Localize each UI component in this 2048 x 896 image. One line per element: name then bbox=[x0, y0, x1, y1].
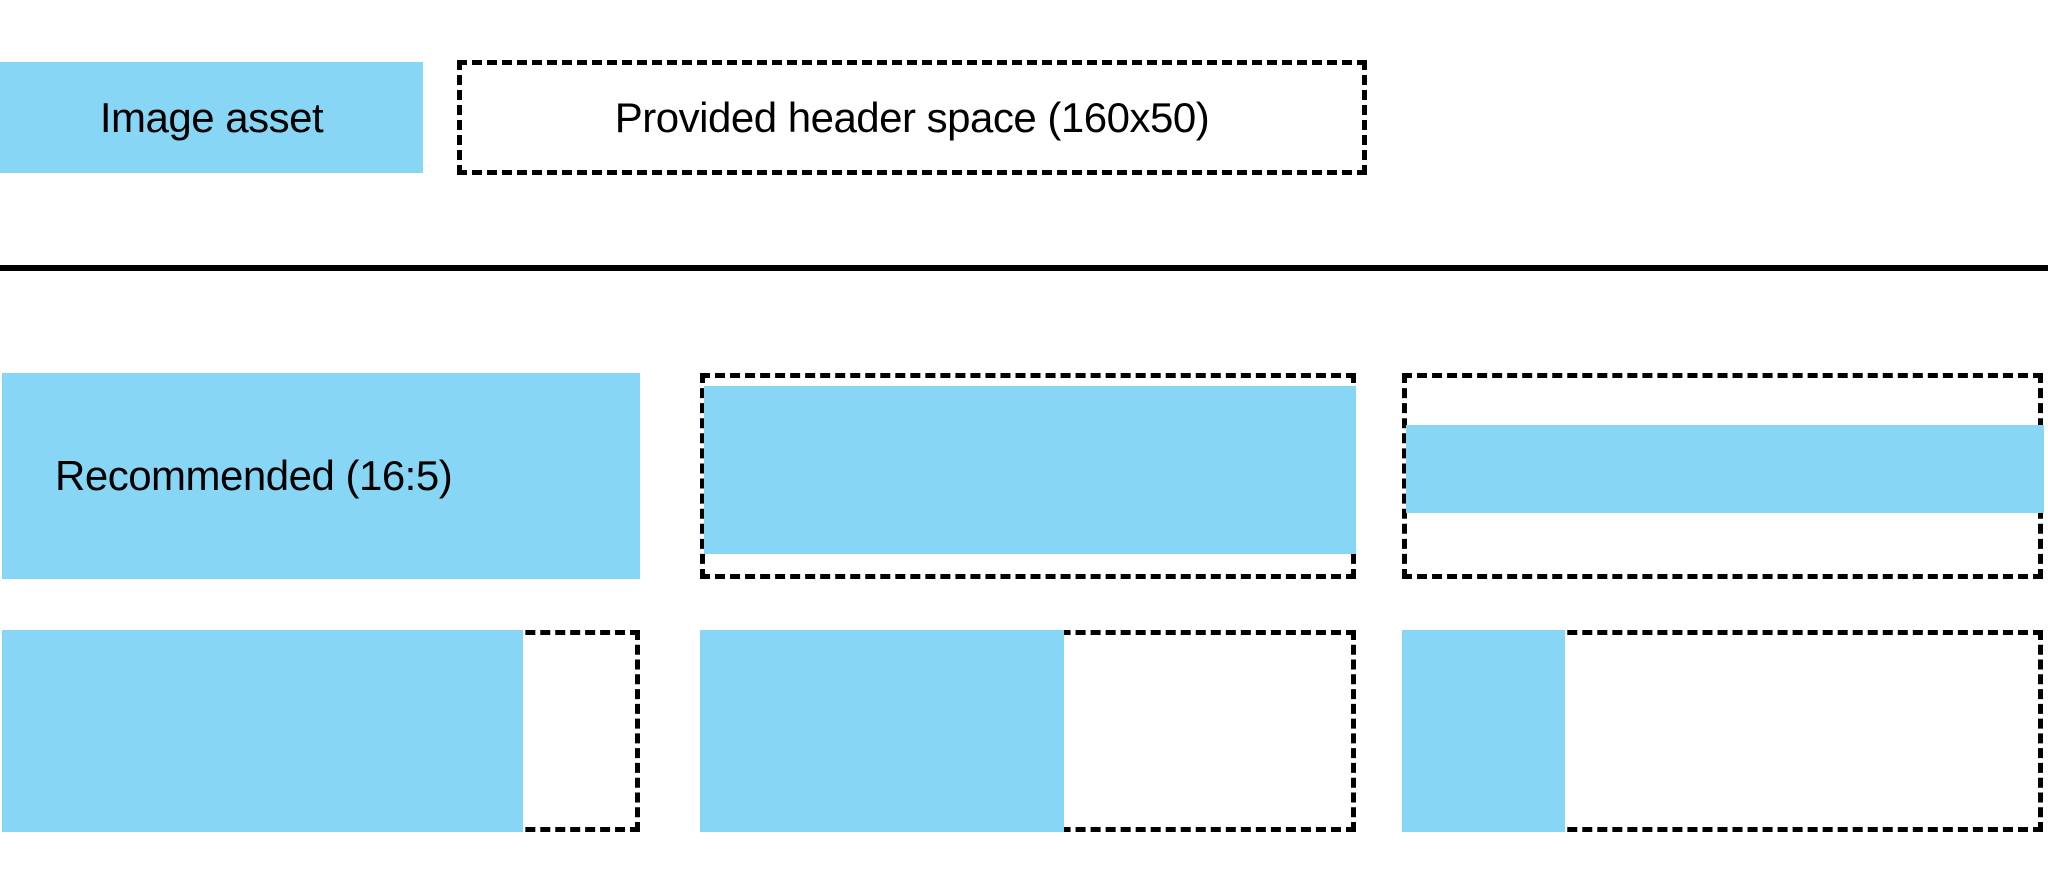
asset-fill-partial-wide bbox=[2, 630, 523, 832]
example-card-taller-than-space bbox=[700, 373, 1356, 579]
example-card-narrow-wide-fill bbox=[2, 630, 640, 832]
example-card-narrow-medium-fill bbox=[700, 630, 1356, 832]
provided-header-space-label: Provided header space (160x50) bbox=[614, 93, 1210, 141]
asset-fill-partial-medium bbox=[700, 630, 1064, 832]
example-card-narrow-slim-fill bbox=[1402, 630, 2043, 832]
asset-fill-thin-band bbox=[1406, 425, 2044, 513]
image-asset-swatch: Image asset bbox=[0, 62, 423, 173]
section-divider bbox=[0, 265, 2048, 271]
example-card-recommended-16-5: Recommended (16:5) bbox=[2, 373, 640, 579]
example-card-shorter-than-space bbox=[1402, 373, 2044, 579]
asset-fill-full bbox=[2, 373, 640, 579]
asset-fill-partial-narrow bbox=[1402, 630, 1565, 832]
provided-header-space-box: Provided header space (160x50) bbox=[457, 60, 1367, 175]
recommended-caption: Recommended (16:5) bbox=[55, 452, 453, 499]
image-asset-label: Image asset bbox=[99, 93, 324, 141]
asset-fill-inset-vertical bbox=[704, 386, 1356, 554]
